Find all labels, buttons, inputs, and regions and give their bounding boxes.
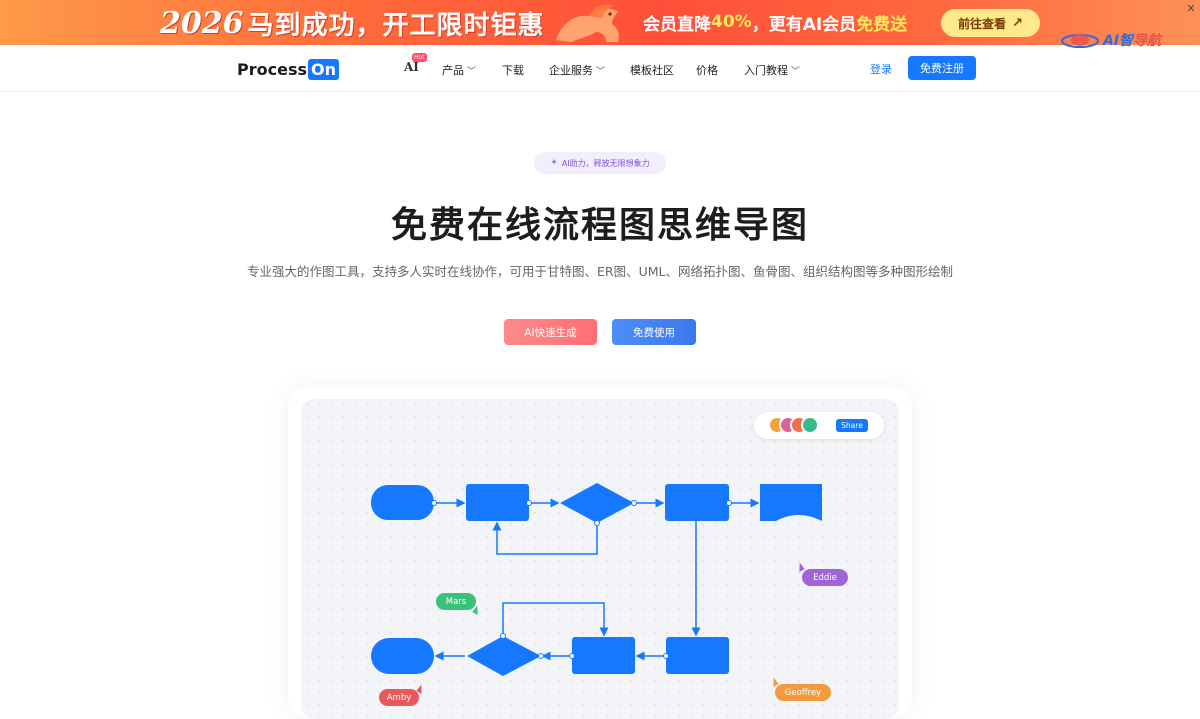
nav-item-enterprise[interactable]: 企业服务﹀ xyxy=(549,62,605,78)
avatar xyxy=(801,416,819,434)
flow-node-decision xyxy=(467,636,541,676)
nav-item-label: 模板社区 xyxy=(630,64,674,77)
collaborator-tag-geoffrey: Geoffrey xyxy=(775,684,831,701)
connector-dot xyxy=(538,653,544,659)
connector-dot xyxy=(431,500,437,506)
connector-dot xyxy=(569,653,575,659)
free-use-button[interactable]: 免费使用 xyxy=(612,319,696,345)
chevron-down-icon: ﹀ xyxy=(596,66,606,77)
flow-node-decision xyxy=(560,483,634,523)
chevron-down-icon: ﹀ xyxy=(791,66,801,77)
connector-dot xyxy=(631,500,637,506)
close-icon[interactable]: ✕ xyxy=(1186,2,1196,15)
nav-item-product[interactable]: 产品﹀ xyxy=(442,62,476,78)
hero-subtitle: 专业强大的作图工具，支持多人实时在线协作，可用于甘特图、ER图、UML、网络拓扑… xyxy=(247,264,953,279)
promo-offer-mid: ，更有AI会员 xyxy=(751,14,857,35)
promo-offer: 会员直降 40% ，更有AI会员 免费送 xyxy=(643,9,907,35)
ai-pill-badge: ✦ AI助力，释放无限想象力 xyxy=(534,152,666,174)
watermark-text: AI智导航 xyxy=(1103,33,1162,49)
nav-item-tutorials[interactable]: 入门教程﹀ xyxy=(744,62,800,78)
connector-dot xyxy=(726,500,732,506)
nav-item-templates[interactable]: 模板社区 xyxy=(630,62,674,78)
flow-node-process xyxy=(666,637,729,674)
ai-icon: AI xyxy=(404,60,419,74)
nav-item-label: 下载 xyxy=(502,64,524,77)
login-link[interactable]: 登录 xyxy=(870,63,892,76)
chevron-down-icon: ﹀ xyxy=(467,66,477,77)
flowchart-diagram xyxy=(371,483,822,676)
horse-illustration-icon xyxy=(556,4,619,42)
nav-item-download[interactable]: 下载 xyxy=(502,62,524,78)
arrow-up-right-icon: ↗ xyxy=(1012,15,1023,31)
collaborator-tag-eddie: Eddie xyxy=(802,569,848,586)
promo-offer-free: 免费送 xyxy=(856,14,908,35)
nav-ai-item[interactable]: AI Hot xyxy=(403,53,427,78)
logo-text: Process xyxy=(237,59,307,79)
collaborator-tag-mars: Mars xyxy=(436,593,476,610)
nav-item-label: 产品 xyxy=(442,64,464,77)
promo-cta-label: 前往查看 xyxy=(958,16,1007,31)
promo-banner[interactable]: 2026 马到成功，开工限时钜惠 会员直降 40% ，更有AI会员 免费送 前往… xyxy=(0,0,1200,45)
promo-year: 2026 xyxy=(160,5,244,41)
share-button[interactable]: Share xyxy=(836,419,868,432)
promo-offer-percent: 40% xyxy=(711,12,752,32)
ai-generate-button[interactable]: AI快速生成 xyxy=(504,319,597,345)
sparkle-icon: ✦ xyxy=(550,158,558,168)
logo-badge: On xyxy=(308,58,339,80)
promo-headline: 马到成功，开工限时钜惠 xyxy=(247,10,545,41)
flow-node-process xyxy=(466,484,529,521)
ai-pill-text: AI助力，释放无限想象力 xyxy=(561,158,650,168)
connector-dot xyxy=(594,520,600,526)
watermark-logo: AI智导航 xyxy=(1060,29,1161,51)
flow-edge xyxy=(492,521,598,555)
hero-title: 免费在线流程图思维导图 xyxy=(390,205,809,246)
nav-item-label: 企业服务 xyxy=(549,64,593,77)
nav-item-label: 入门教程 xyxy=(744,64,788,77)
flow-node-terminal xyxy=(371,485,434,520)
watermark-swoosh-icon xyxy=(1061,34,1099,48)
flow-node-terminal xyxy=(371,638,434,674)
promo-cta-button[interactable]: 前往查看 ↗ xyxy=(941,9,1040,37)
nav-item-label: 价格 xyxy=(696,64,718,77)
connector-dot xyxy=(663,653,669,659)
collaborator-tag-amby: Amby xyxy=(379,689,419,706)
nav-item-pricing[interactable]: 价格 xyxy=(696,62,718,78)
signup-button[interactable]: 免费注册 xyxy=(908,56,976,80)
connector-dot xyxy=(526,500,532,506)
promo-headline-group: 2026 马到成功，开工限时钜惠 xyxy=(160,4,545,42)
hot-badge: Hot xyxy=(412,53,427,62)
flow-node-document xyxy=(760,484,822,521)
flow-node-process xyxy=(572,637,635,674)
promo-offer-prefix: 会员直降 xyxy=(643,14,711,35)
flow-edge xyxy=(502,602,609,637)
connector-dot xyxy=(500,633,506,639)
flow-node-process xyxy=(665,484,729,521)
